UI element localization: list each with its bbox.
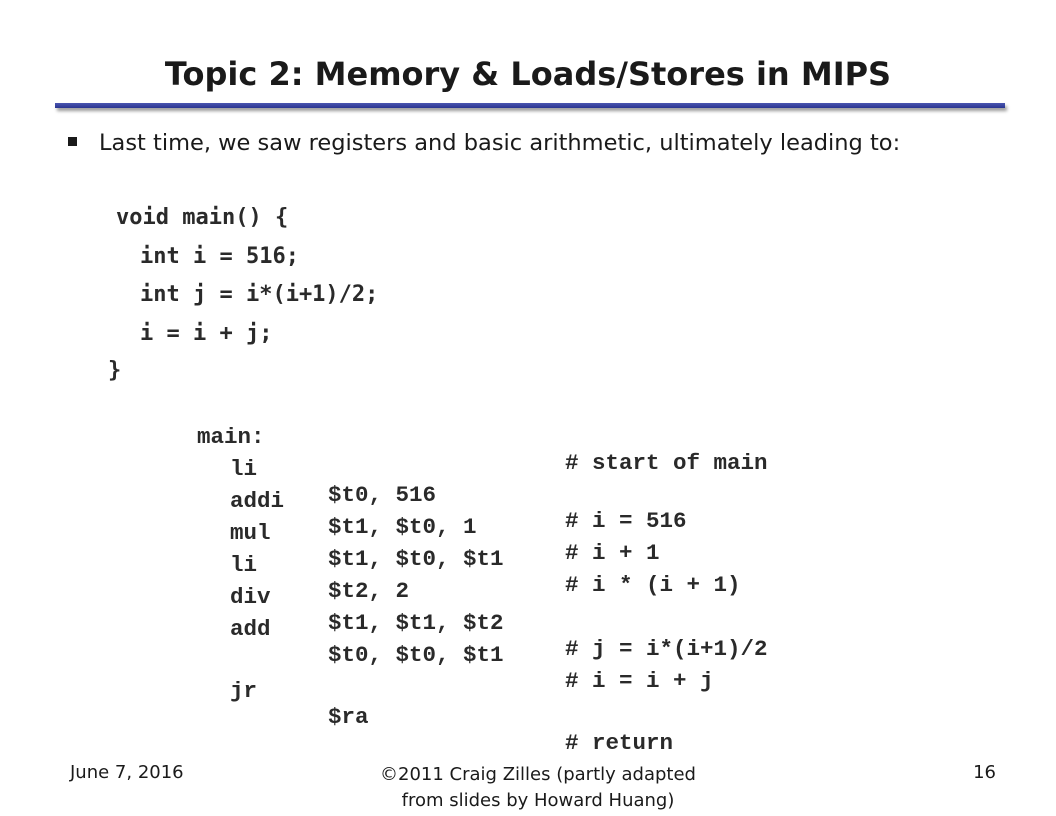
page-number: 16 — [973, 762, 996, 783]
asm-operands: $t0, 516 — [328, 482, 437, 508]
asm-comment: # i = 516 — [565, 508, 687, 534]
asm-operands: $t1, $t1, $t2 — [328, 610, 504, 636]
asm-operands: $t1, $t0, $t1 — [328, 546, 504, 572]
footer-credit-line: ©2011 Craig Zilles (partly adapted — [380, 764, 696, 785]
asm-opcode: jr — [230, 678, 258, 704]
c-code-line: int i = 516; — [140, 244, 299, 269]
assembly-line: addi $t1, $t0, 1 # i + 1 — [0, 462, 660, 566]
assembly-line: li $t0, 516 # i = 516 — [0, 430, 687, 534]
assembly-line: mul $t1, $t0, $t1 # i * (i + 1) — [0, 494, 741, 598]
assembly-block: main: # start of main li $t0, 516 # i = … — [0, 0, 768, 756]
slide-title: Topic 2: Memory & Loads/Stores in MIPS — [164, 55, 892, 93]
title-divider — [55, 103, 1005, 108]
c-code-line: } — [108, 358, 122, 383]
asm-opcode: li — [230, 552, 258, 578]
c-code-line: void main() { — [116, 205, 289, 230]
asm-opcode: li — [230, 456, 258, 482]
asm-opcode: mul — [230, 520, 271, 546]
assembly-line: add $t0, $t0, $t1 # i = i + j — [0, 590, 714, 694]
c-code-line: i = i + j; — [140, 321, 273, 346]
footer-credit-line: from slides by Howard Huang) — [401, 790, 675, 811]
bullet-item: Last time, we saw registers and basic ar… — [68, 130, 900, 156]
assembly-line: main: # start of main — [0, 398, 768, 476]
asm-comment: # i * (i + 1) — [565, 572, 741, 598]
asm-operands: $t0, $t0, $t1 — [328, 642, 504, 668]
asm-opcode: addi — [230, 488, 285, 514]
asm-comment: # start of main — [565, 450, 768, 476]
asm-comment: # return — [565, 730, 674, 756]
footer-credit: ©2011 Craig Zilles (partly adapted from … — [308, 762, 768, 814]
asm-comment: # j = i*(i+1)/2 — [565, 636, 768, 662]
asm-operands: $t2, 2 — [328, 578, 410, 604]
assembly-line: li $t2, 2 — [0, 526, 409, 604]
asm-opcode: div — [230, 584, 271, 610]
asm-label: main: — [197, 424, 265, 450]
asm-opcode: add — [230, 616, 271, 642]
square-bullet-icon — [68, 137, 77, 146]
c-code-line: int j = i*(i+1)/2; — [140, 282, 379, 307]
assembly-line: div $t1, $t1, $t2 # j = i*(i+1)/2 — [0, 558, 768, 662]
asm-operands: $ra — [328, 704, 369, 730]
asm-comment: # i = i + j — [565, 668, 714, 694]
asm-operands: $t1, $t0, 1 — [328, 514, 477, 540]
assembly-line: jr $ra # return — [0, 652, 673, 756]
bullet-text: Last time, we saw registers and basic ar… — [99, 130, 901, 156]
asm-comment: # i + 1 — [565, 540, 660, 566]
footer-date: June 7, 2016 — [70, 762, 184, 783]
